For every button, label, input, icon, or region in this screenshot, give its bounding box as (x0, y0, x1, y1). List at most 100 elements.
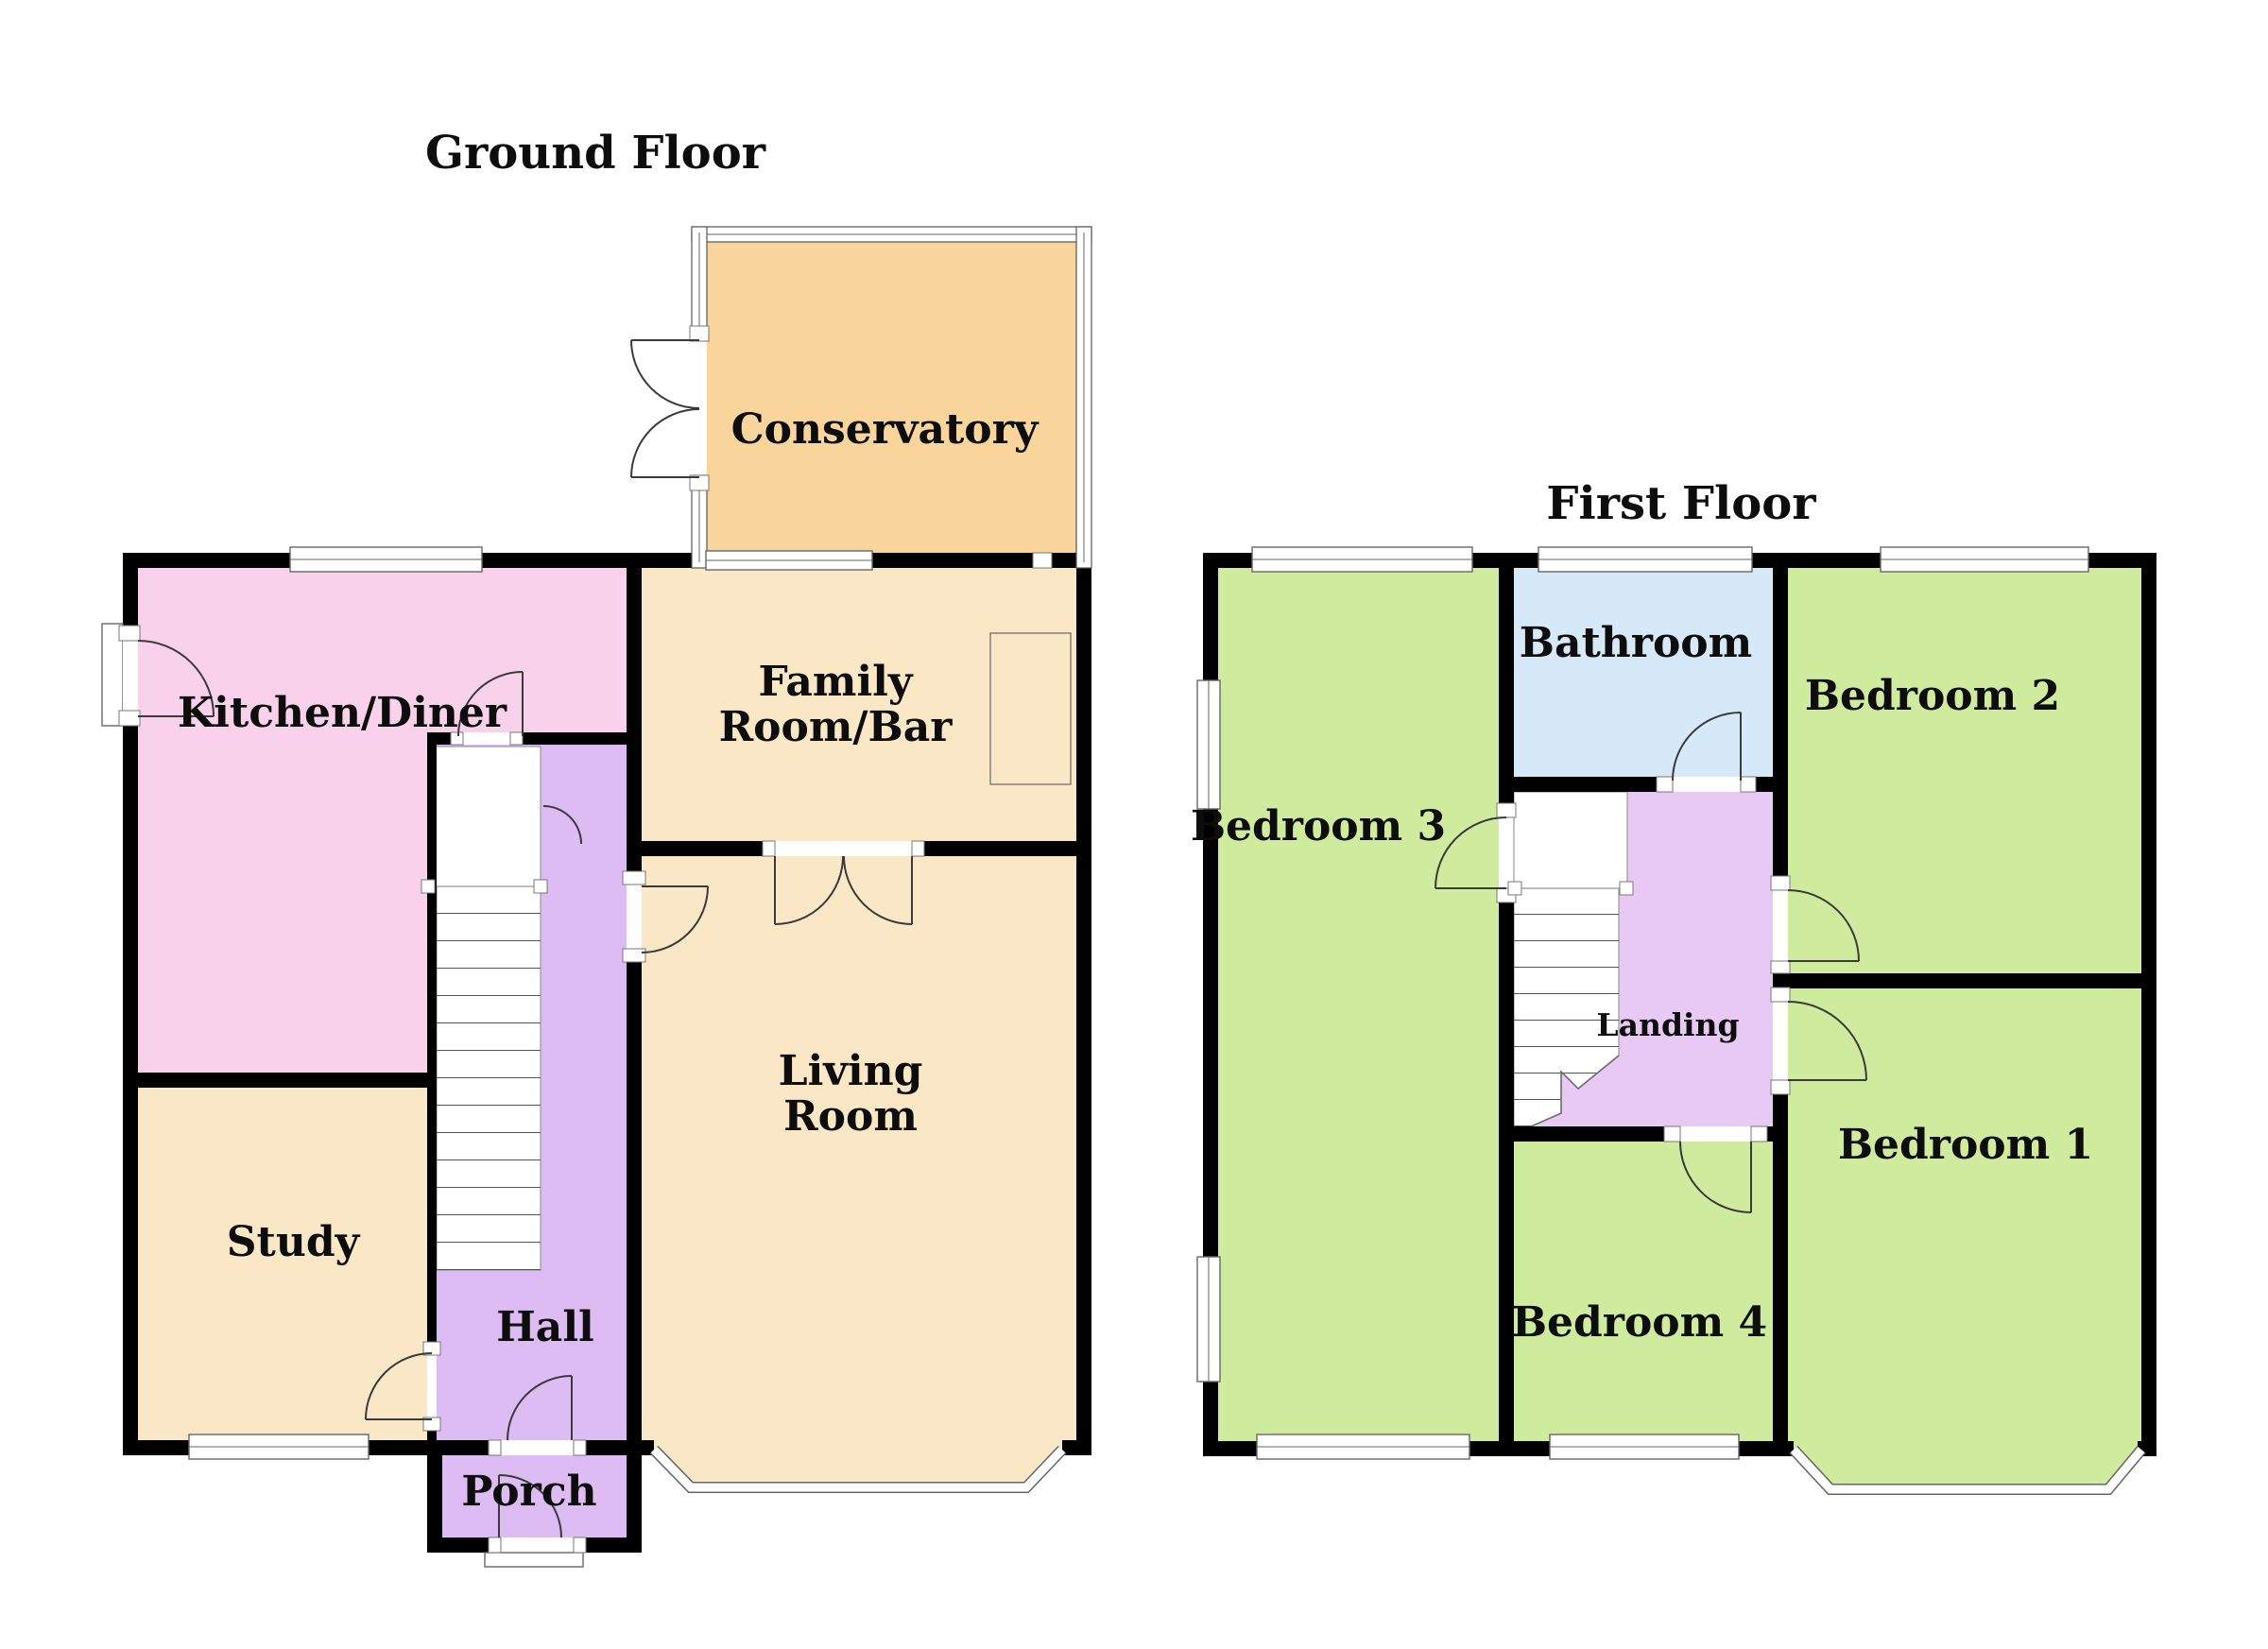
wall (586, 1440, 627, 1455)
room-bedroom-2 (1788, 568, 2141, 973)
bedroom4-door-arc (1679, 1141, 1752, 1213)
wall (1773, 971, 1788, 990)
door-jamb (1750, 1125, 1768, 1142)
wall (1756, 777, 1773, 792)
door-jamb (762, 840, 776, 857)
wall (627, 568, 642, 871)
wall (427, 1440, 442, 1553)
wall (1062, 1440, 1091, 1455)
wall (427, 1537, 489, 1553)
door-jamb (689, 474, 710, 491)
door-jamb (622, 870, 646, 885)
first-floor-title: First Floor (1546, 477, 1816, 530)
stair-jamb (533, 879, 548, 894)
door-opening (123, 641, 138, 711)
porch-door-arc (498, 1474, 562, 1538)
bar-unit (989, 632, 1072, 785)
door-jamb (488, 1537, 502, 1554)
door-jamb (573, 1537, 587, 1554)
stair-jamb (1507, 881, 1522, 896)
door-jamb (1740, 776, 1757, 793)
wall (427, 1431, 437, 1440)
label-bedroom-1: Bedroom 1 (1838, 1121, 2093, 1169)
entrance-door-arc (137, 640, 215, 717)
room-porch (442, 1455, 627, 1537)
wall (924, 841, 1076, 856)
wall (2141, 553, 2156, 1456)
kitchen-door-arc (457, 671, 524, 737)
wall (427, 745, 437, 1342)
french-door-arc (630, 408, 700, 478)
wall (123, 553, 1091, 568)
label-bedroom-4: Bedroom 4 (1512, 1298, 1767, 1347)
first-doors (1435, 712, 1867, 1213)
french-door-arc (630, 339, 700, 409)
label-living-room-2: Room (783, 1092, 918, 1141)
door-jamb (422, 1417, 441, 1432)
wall (642, 841, 763, 856)
ground-floor-title: Ground Floor (425, 127, 766, 180)
room-bathroom (1514, 568, 1773, 777)
first-windows (1196, 546, 2146, 1495)
door-jamb (689, 325, 710, 342)
door-jamb (1770, 1079, 1791, 1095)
door-jamb (1770, 987, 1791, 1003)
room-living-room (642, 856, 1076, 1486)
wall (1499, 568, 1514, 803)
label-bathroom: Bathroom (1520, 619, 1752, 667)
room-bedroom-1 (1788, 988, 2141, 1489)
label-conservatory: Conservatory (731, 405, 1040, 454)
door-jamb (450, 731, 464, 746)
door-jamb (1663, 1125, 1681, 1142)
door-jamb (911, 840, 925, 857)
front-door-arc (507, 1375, 573, 1441)
wall (1514, 777, 1657, 792)
wall (123, 553, 138, 1455)
conservatory-glass-walls (689, 226, 1092, 569)
wall (1767, 1126, 1788, 1142)
porch-step (484, 1552, 584, 1568)
label-family-room-1: Family (759, 658, 914, 706)
stair-cupboard (428, 746, 541, 887)
room-conservatory (707, 242, 1076, 568)
door-jamb (1656, 776, 1674, 793)
room-study (138, 1088, 427, 1440)
bedroom3-door-arc (1435, 816, 1507, 889)
door-jamb (1496, 802, 1517, 818)
wall (1076, 553, 1091, 1455)
bedroom1-bay-window-glass (1790, 1446, 2145, 1494)
wall (1499, 902, 1514, 1441)
ground-floor-plan: Ground Floor Conservatory Kitchen/Diner … (101, 127, 1092, 1568)
ground-door-jambs (421, 731, 925, 1554)
door-jamb (118, 625, 141, 642)
stair-jamb (421, 879, 436, 894)
wall (523, 732, 627, 745)
bedroom2-door-arc (1787, 889, 1860, 962)
door-jamb (118, 710, 141, 727)
label-porch: Porch (461, 1468, 596, 1516)
ground-doors (137, 339, 913, 1538)
wall (442, 1440, 501, 1455)
door-jamb (1770, 875, 1791, 891)
stair-jamb (1619, 881, 1634, 896)
label-living-room-1: Living (779, 1047, 923, 1095)
wall (627, 1440, 642, 1553)
label-study: Study (227, 1218, 361, 1266)
label-kitchen-diner: Kitchen/Diner (178, 689, 507, 737)
double-door-arc (774, 855, 844, 925)
door-jamb (573, 1439, 587, 1456)
room-bedroom-3 (1218, 568, 1499, 1441)
bathroom-door-arc (1672, 712, 1742, 782)
door-jamb (1770, 960, 1791, 974)
door-jamb (509, 731, 524, 746)
wall (427, 732, 451, 745)
door-jamb (1032, 552, 1053, 569)
stair-tread-lines (437, 886, 541, 1270)
ground-windows (101, 546, 1067, 1568)
label-hall: Hall (496, 1303, 594, 1351)
label-bedroom-2: Bedroom 2 (1805, 672, 2060, 720)
room-kitchen-diner (138, 568, 627, 1073)
door-jamb (622, 948, 646, 963)
label-bedroom-3: Bedroom 3 (1191, 802, 1446, 850)
